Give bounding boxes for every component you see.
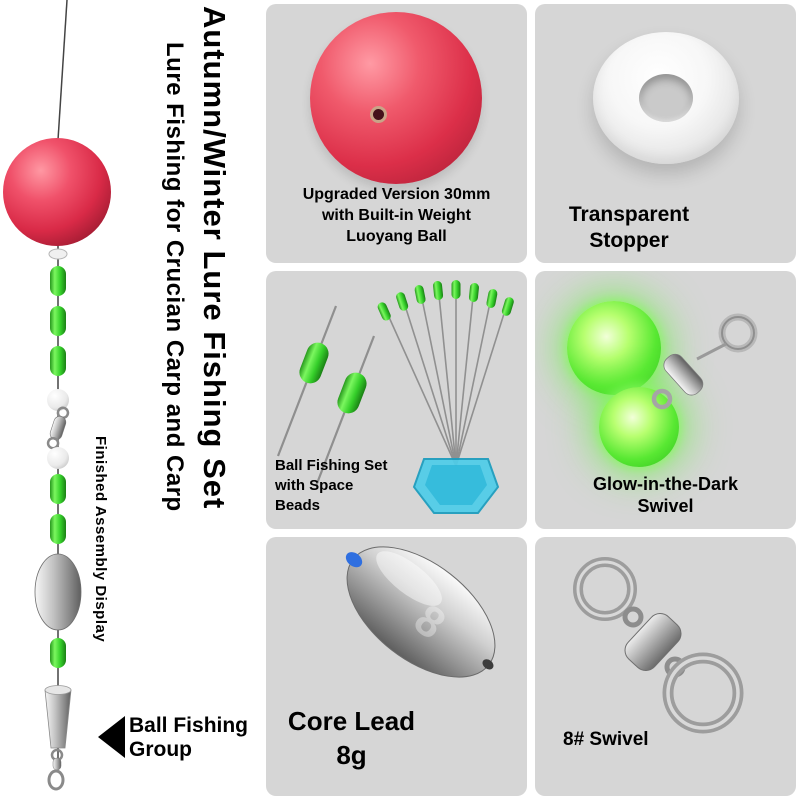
space-bead-capsule xyxy=(337,372,367,413)
blue-bead-holder-inner xyxy=(425,464,487,505)
tile-label-glow-swivel: Glow-in-the-Dark Swivel xyxy=(592,473,738,517)
rig-pearl-bead xyxy=(47,447,69,469)
tile-space-beads-set: Ball Fishing Set with Space Beads xyxy=(266,270,527,530)
rig-green-bead xyxy=(50,306,66,336)
tile-transparent-stopper: Transparent Stopper xyxy=(535,4,796,263)
product-grid: Upgraded Version 30mm with Built-in Weig… xyxy=(266,4,796,796)
rig-cone-cap xyxy=(44,685,72,695)
tile-luoyang-ball: Upgraded Version 30mm with Built-in Weig… xyxy=(266,4,527,263)
rig-bottom-swivel-barrel xyxy=(52,757,62,771)
glow-bead-large xyxy=(567,300,661,395)
rig-green-bead xyxy=(50,474,66,504)
tile-glow-swivel: Glow-in-the-Dark Swivel xyxy=(535,270,796,530)
fan-bead-tips xyxy=(377,279,514,321)
rig-lead-weight xyxy=(34,553,82,631)
space-bead-capsule xyxy=(299,342,329,383)
fishing-line-upper xyxy=(57,0,68,141)
ball-weight-hole xyxy=(370,106,387,123)
swivel-image xyxy=(573,557,744,734)
bead-wire-fan xyxy=(383,283,509,466)
glow-swivel-metal xyxy=(651,313,758,409)
rig-illustration xyxy=(3,0,111,791)
rig-green-bead xyxy=(50,346,66,376)
tile-swivel-8: 8# Swivel xyxy=(535,537,796,796)
ball-fishing-group-label: Ball Fishing Group xyxy=(129,714,249,762)
tile-label-luoyang-ball: Upgraded Version 30mm with Built-in Weig… xyxy=(302,186,491,245)
glow-bead-small xyxy=(599,386,679,467)
page-subtitle: Lure Fishing for Crucian Carp and Carp xyxy=(161,42,188,512)
rig-white-disc xyxy=(48,248,68,260)
rig-pearl-bead xyxy=(47,389,69,411)
rig-bottom-ring xyxy=(47,769,65,791)
rig-red-ball xyxy=(3,138,111,246)
stopper-hole xyxy=(639,74,693,122)
tile-label-space-beads: Ball Fishing Set with Space Beads xyxy=(275,456,388,515)
luoyang-ball-image xyxy=(310,12,482,184)
assembly-display-label: Finished Assembly Display xyxy=(92,436,109,643)
lead-blue-tip xyxy=(345,552,363,568)
tile-core-lead: 8 Core Lead 8g xyxy=(266,537,527,796)
space-beads-image xyxy=(276,279,514,514)
stopper-image xyxy=(593,32,739,164)
page-title: Autumn/Winter Lure Fishing Set xyxy=(197,6,232,510)
core-lead-image: 8 xyxy=(345,546,496,678)
lead-dark-tip xyxy=(482,659,494,670)
tile-label-swivel-8: 8# Swivel xyxy=(563,729,649,751)
rig-cone-sinker xyxy=(44,689,72,749)
rig-green-bead xyxy=(50,514,66,544)
left-arrow-icon xyxy=(98,716,125,758)
tile-label-core-lead: Core Lead 8g xyxy=(287,706,416,771)
rig-mid-swivel xyxy=(46,406,70,450)
rig-green-bead xyxy=(50,266,66,296)
tile-label-transparent-stopper: Transparent Stopper xyxy=(568,203,690,253)
rig-green-bead xyxy=(50,638,66,668)
